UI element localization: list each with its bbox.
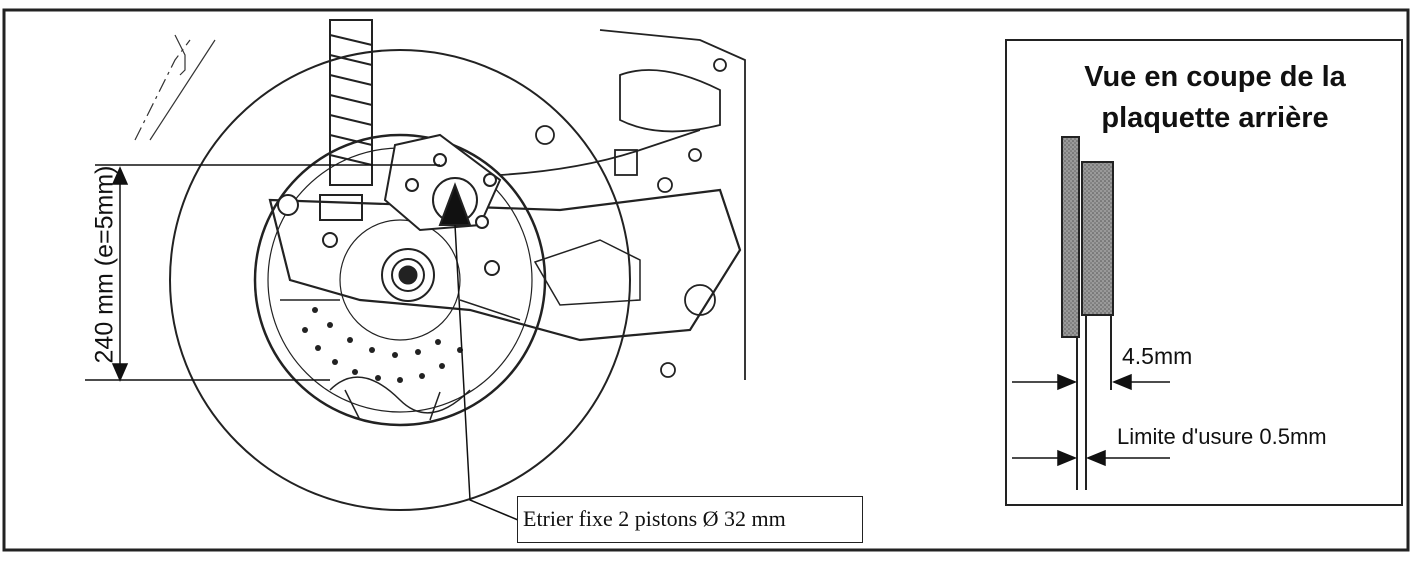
inset-title-line1: Vue en coupe de la xyxy=(1084,61,1346,93)
friction-material xyxy=(1081,161,1114,316)
dimension-label: 240 mm (e=5mm) xyxy=(90,165,119,364)
inset-title: Vue en coupe de la plaquette arrière xyxy=(1010,57,1414,139)
wheel-spokes xyxy=(280,299,521,421)
shock-absorber xyxy=(319,19,373,221)
dimension-lines xyxy=(85,164,440,382)
engine-cover xyxy=(499,29,746,380)
pad-thickness-label: 4.5mm xyxy=(1122,343,1193,369)
thickness-arrows xyxy=(1012,373,1170,467)
caliper-callout-box xyxy=(517,496,863,543)
caliper-label: Etrier fixe 2 pistons Ø 32 mm xyxy=(523,506,786,531)
inset-title-line2: plaquette arrière xyxy=(1101,102,1329,134)
pad-cross-section xyxy=(1061,136,1114,490)
axle-nut xyxy=(381,248,435,302)
brake-disc xyxy=(302,307,463,383)
guide-lines xyxy=(134,34,216,141)
brake-caliper xyxy=(277,133,502,276)
swing-arm xyxy=(268,188,742,342)
caliper-leader xyxy=(454,224,519,521)
wear-limit-label: Limite d'usure 0.5mm xyxy=(1117,424,1327,449)
backing-plate xyxy=(1061,136,1080,338)
outer-frame xyxy=(2,8,1410,552)
